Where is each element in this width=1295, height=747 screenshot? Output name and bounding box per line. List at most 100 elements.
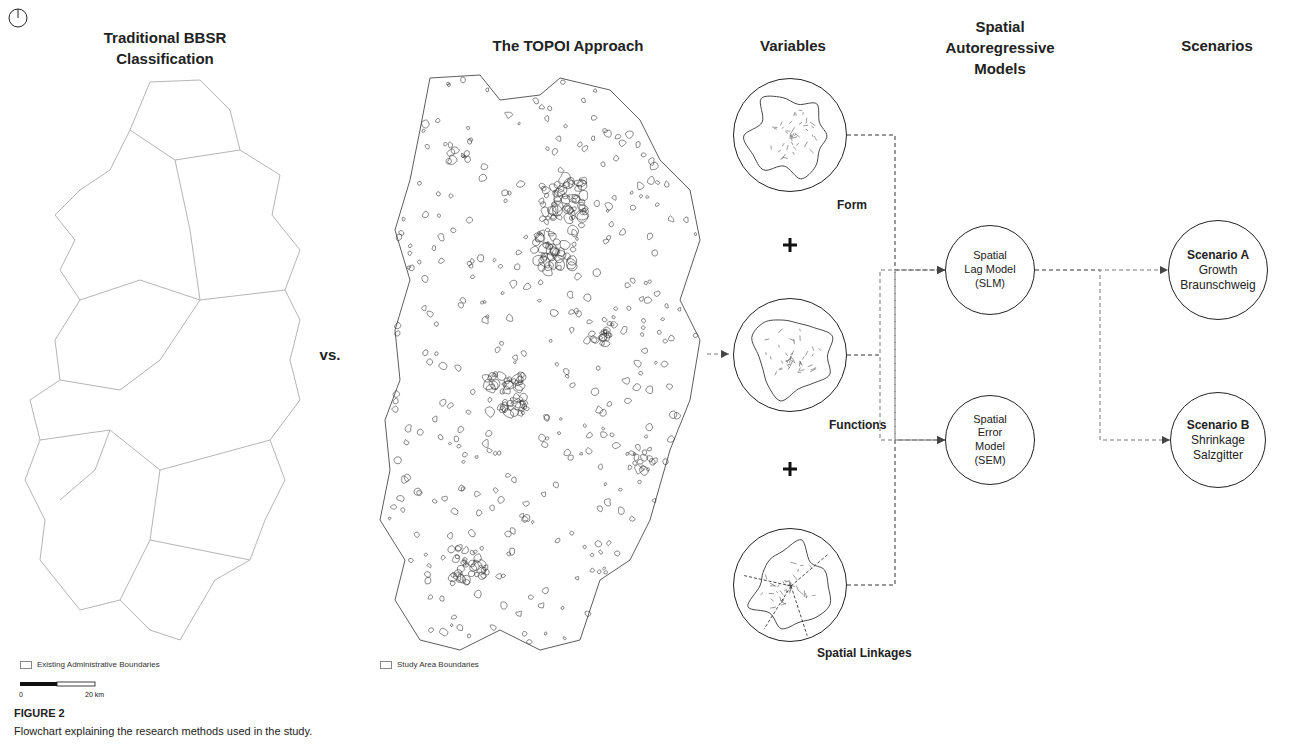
study-area-outline (380, 75, 700, 650)
settlement-outline (501, 602, 507, 609)
settlement-outline (678, 308, 681, 312)
scale-label: 20 km (85, 690, 104, 700)
settlement-outline (607, 541, 611, 546)
settlement-outline (524, 235, 528, 238)
building-mark (777, 584, 779, 587)
node-text: Spatial Lag Model (SLM) (963, 249, 1017, 290)
settlement-outline (553, 482, 558, 488)
building-mark (780, 158, 782, 160)
settlement-outline (544, 415, 549, 421)
settlement-outline (596, 366, 600, 370)
settlement-outline (612, 443, 620, 449)
settlement-outline (619, 488, 623, 491)
settlement-outline (538, 280, 543, 285)
settlement-outline (417, 429, 423, 435)
settlement-outline (647, 456, 653, 462)
building-mark (812, 346, 813, 350)
building-mark (796, 585, 798, 590)
building-mark (782, 143, 784, 146)
settlement-outline (587, 320, 593, 324)
north-arrow-needle (18, 9, 19, 18)
settlement-outline (447, 532, 452, 538)
settlement-outline (481, 301, 485, 304)
settlement-outline (630, 516, 635, 521)
settlement-outline (604, 499, 610, 506)
settlement-outline (422, 305, 426, 310)
settlement-outline (564, 124, 567, 128)
settlement-outline (638, 480, 641, 484)
north-arrow (9, 9, 27, 27)
settlement-outline (485, 407, 494, 417)
settlement-outline (457, 565, 464, 572)
settlement-outline (414, 488, 421, 495)
settlement-outline (414, 532, 419, 537)
text-group: Scenario BShrinkage Salzgitter (1176, 418, 1260, 463)
settlement-outline (668, 216, 673, 222)
column-heading: The TOPOI Approach (458, 35, 678, 56)
settlement-outline (448, 546, 455, 553)
settlement-outline (598, 464, 602, 470)
settlement-outline (584, 336, 591, 344)
settlement-outline (567, 256, 576, 265)
settlement-outline (583, 545, 586, 548)
settlement-outline (450, 624, 452, 627)
settlement-outline (422, 129, 426, 132)
settlement-outline (641, 153, 646, 157)
settlement-outline (607, 402, 612, 407)
settlement-outline (557, 250, 566, 259)
plus-bar (789, 238, 792, 252)
settlement-outline (642, 348, 648, 353)
settlement-outline (530, 246, 538, 253)
settlement-outline (515, 264, 520, 270)
settlement-outline (628, 465, 632, 470)
settlement-outline (621, 326, 627, 334)
settlement-outline (539, 434, 546, 441)
settlement-outline (633, 384, 641, 391)
settlement-outline (486, 315, 489, 319)
settlement-outline (477, 255, 483, 262)
settlement-outline (645, 435, 648, 438)
settlement-outline (510, 280, 517, 288)
building-mark (790, 562, 796, 564)
settlement-outline (575, 577, 578, 580)
settlement-outline (581, 98, 585, 102)
settlement-outline (466, 410, 471, 414)
settlement-outline (572, 229, 577, 236)
building-mark (782, 154, 786, 159)
building-mark (775, 371, 777, 375)
model-circle: Spatial Lag Model (SLM) (945, 225, 1035, 315)
settlement-outline (602, 341, 610, 347)
settlement-outline (604, 130, 611, 137)
dashed-connector (847, 270, 945, 355)
building-mark (799, 110, 802, 112)
settlement-outline (591, 388, 599, 395)
settlement-outline (595, 541, 602, 547)
settlement-outline (597, 506, 602, 512)
building-mark (806, 593, 807, 598)
building-mark (790, 361, 793, 366)
settlement-outline (603, 567, 606, 570)
settlement-outline (544, 193, 548, 197)
settlement-outline (575, 210, 589, 220)
settlement-outline (599, 550, 603, 554)
settlement-outline (563, 637, 566, 640)
settlement-outline (458, 303, 463, 308)
settlement-outline (657, 330, 661, 334)
settlement-outline (505, 473, 510, 477)
settlement-outline (640, 333, 643, 337)
settlement-outline (417, 260, 421, 264)
comparison-label: vs. (305, 344, 355, 365)
settlement-outline (639, 371, 643, 375)
settlement-outline (544, 415, 549, 420)
settlement-outline (523, 515, 530, 522)
building-mark (772, 127, 777, 129)
figure-number: FIGURE 2 (14, 706, 65, 721)
settlement-outline (474, 554, 481, 562)
settlement-outline (493, 488, 498, 493)
settlement-outline (546, 216, 550, 220)
settlement-outline (500, 342, 504, 346)
settlement-outline (527, 640, 533, 644)
settlement-outline (560, 240, 570, 249)
settlement-outline (440, 628, 448, 636)
text-group: Spatial Lag Model (SLM) (963, 249, 1017, 290)
